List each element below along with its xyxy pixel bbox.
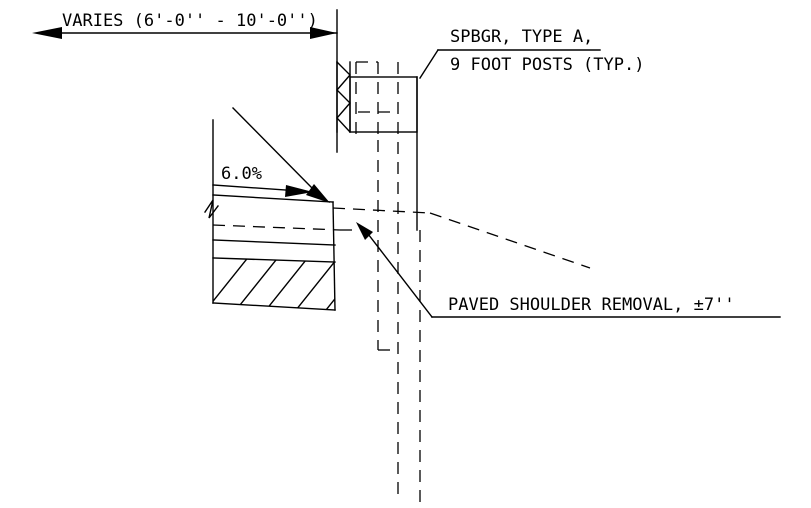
removal-callout: PAVED SHOULDER REMOVAL, ±7'' [356, 222, 781, 318]
break-symbol [204, 199, 219, 219]
dimension-arrow-right [310, 27, 337, 39]
base-hatching [213, 258, 335, 310]
removal-arrowhead [356, 222, 373, 240]
removal-label: PAVED SHOULDER REMOVAL, ±7'' [448, 295, 735, 315]
pavement-section [204, 119, 336, 311]
removal-lines [212, 207, 591, 269]
guardrail-post-hidden [355, 61, 421, 508]
guardrail-label-line2: 9 FOOT POSTS (TYP.) [450, 55, 644, 75]
dimension-arrow-left [32, 27, 62, 39]
slope-indicator: 6.0% [212, 107, 330, 203]
slope-arrowhead [285, 185, 313, 197]
slope-label: 6.0% [221, 164, 262, 184]
guardrail-callout: SPBGR, TYPE A, 9 FOOT POSTS (TYP.) [419, 27, 644, 79]
slope-leader [232, 107, 315, 191]
varies-dimension: VARIES (6'-0'' - 10'-0'') [32, 9, 338, 153]
guardrail-leader [419, 49, 439, 79]
w-beam-rail [336, 61, 351, 133]
slope-arrow-line [212, 184, 301, 192]
removal-leader [364, 229, 433, 318]
varies-dimension-text: VARIES (6'-0'' - 10'-0'') [62, 11, 318, 31]
guardrail-label-line1: SPBGR, TYPE A, [450, 27, 593, 47]
blockout [349, 76, 418, 133]
guardrail-assembly [336, 61, 418, 231]
pavement-surface [212, 194, 334, 203]
